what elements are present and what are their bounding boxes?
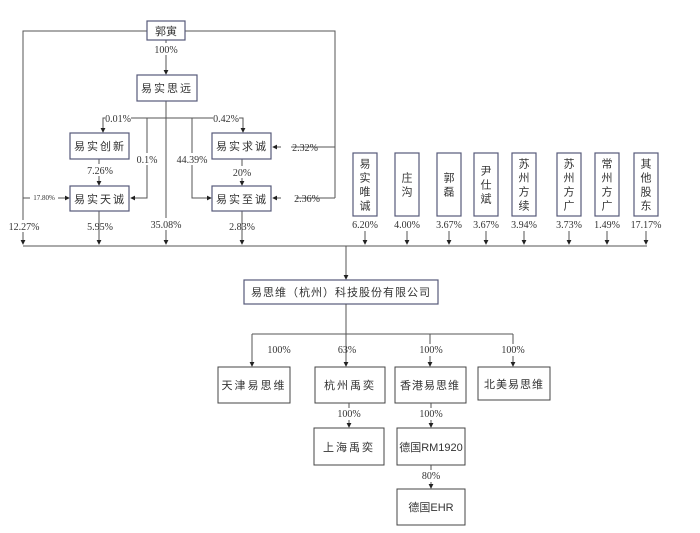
connector-guoyin-left bbox=[20, 30, 147, 245]
shareholder-box bbox=[473, 152, 499, 217]
node-guoyin-box bbox=[146, 20, 186, 41]
shareholder-name: 易实唯诚 bbox=[360, 158, 371, 213]
pct-guoyin-tiancheng: 17.80% bbox=[33, 194, 55, 202]
pct-siyuan-company: 35.08% bbox=[151, 220, 182, 231]
node-germany-ehr-box bbox=[396, 488, 466, 526]
pct-company-tianjin: 100% bbox=[267, 345, 290, 356]
pct-siyuan-qiucheng: 0.42% bbox=[213, 114, 239, 125]
shareholder-name: 尹仕斌 bbox=[481, 165, 492, 206]
shareholder-pct: 3.67% bbox=[436, 220, 462, 231]
pct-guoyin-zhicheng: 2.36% bbox=[294, 194, 320, 205]
connector-siyuan-qiucheng bbox=[239, 117, 246, 133]
shareholder-name: 庄沟 bbox=[402, 171, 413, 199]
node-tianjin-box bbox=[217, 366, 291, 404]
node-germany-rm1920-box bbox=[396, 427, 466, 466]
pct-guoyin-company: 12.27% bbox=[9, 222, 40, 233]
pct-tiancheng-company: 5.95% bbox=[87, 222, 113, 233]
shareholder-pct: 3.73% bbox=[556, 220, 582, 231]
pct-rm1920-ehr: 80% bbox=[422, 471, 440, 482]
shareholder-box bbox=[511, 152, 537, 217]
node-company-box bbox=[243, 279, 439, 305]
pct-siyuan-chuangxin: 0.01% bbox=[105, 114, 131, 125]
shareholder-pct: 3.94% bbox=[511, 220, 537, 231]
node-hangzhou-yuyi-box bbox=[314, 366, 386, 404]
pct-hongkong-rm1920: 100% bbox=[419, 409, 442, 420]
pct-company-hongkong: 100% bbox=[419, 345, 442, 356]
pct-siyuan-zhicheng: 44.39% bbox=[177, 155, 208, 166]
node-yishi-tiancheng-box bbox=[69, 185, 130, 212]
shareholder-name: 常州方广 bbox=[602, 158, 613, 213]
node-hangzhou-yuyi: 杭州禹奕 bbox=[324, 378, 376, 392]
shareholder-name: 苏州方续 bbox=[519, 158, 530, 213]
connector-guoyin-right bbox=[185, 30, 336, 198]
node-yishi-siyuan: 易实思远 bbox=[141, 81, 193, 95]
shareholder-name: 郭磊 bbox=[444, 172, 455, 199]
pct-siyuan-tiancheng: 0.1% bbox=[137, 155, 158, 166]
shareholder-pct: 6.20% bbox=[352, 220, 378, 231]
node-tianjin: 天津易思维 bbox=[222, 379, 287, 392]
connector-siyuan-zhicheng bbox=[191, 118, 212, 201]
shareholder-pct: 1.49% bbox=[594, 220, 620, 231]
shareholder-pct: 3.67% bbox=[473, 220, 499, 231]
node-yishi-tiancheng: 易实天诚 bbox=[74, 192, 126, 206]
node-yishi-chuangxin-box bbox=[69, 132, 130, 160]
shareholder-box bbox=[394, 152, 420, 217]
pct-guoyin-siyuan: 100% bbox=[154, 45, 177, 56]
node-germany-rm1920: 德国RM1920 bbox=[399, 440, 463, 454]
node-company: 易思维（杭州）科技股份有限公司 bbox=[251, 285, 431, 299]
shareholder-box bbox=[633, 152, 659, 217]
shareholder-box bbox=[594, 152, 620, 217]
node-yishi-zhicheng-box bbox=[211, 185, 272, 212]
node-northamerica-box bbox=[477, 366, 551, 401]
node-yishi-qiucheng: 易实求诚 bbox=[216, 139, 268, 153]
node-shanghai-yuyi-box bbox=[313, 427, 385, 466]
node-yishi-chuangxin: 易实创新 bbox=[74, 139, 126, 153]
connector-siyuan-chuangxin bbox=[100, 117, 106, 133]
node-yishi-qiucheng-box bbox=[211, 132, 272, 160]
pct-company-hangzhou: 63% bbox=[338, 345, 356, 356]
pct-company-northamerica: 100% bbox=[501, 345, 524, 356]
node-guoyin: 郭寅 bbox=[155, 24, 177, 38]
node-hongkong: 香港易思维 bbox=[400, 379, 460, 392]
shareholder-box bbox=[436, 152, 462, 217]
shareholder-name: 苏州方广 bbox=[564, 158, 575, 213]
pct-qiucheng-zhicheng: 20% bbox=[233, 168, 251, 179]
pct-guoyin-qiucheng: 2.32% bbox=[292, 143, 318, 154]
shareholder-pct: 17.17% bbox=[631, 220, 662, 231]
shareholder-name: 其他股东 bbox=[641, 158, 652, 213]
shareholder-box bbox=[556, 152, 582, 217]
node-hongkong-box bbox=[394, 366, 467, 404]
shareholder-pct: 4.00% bbox=[394, 220, 420, 231]
connector-siyuan-tiancheng bbox=[130, 118, 148, 201]
pct-hangzhou-shanghai: 100% bbox=[337, 409, 360, 420]
node-yishi-zhicheng: 易实至诚 bbox=[216, 192, 268, 206]
node-germany-ehr: 德国EHR bbox=[408, 500, 453, 514]
vertical-shareholders: 易实唯诚 6.20% 庄沟 4.00% 郭磊 3.67% 尹仕斌 3.67% 苏州方续 3.94%… bbox=[352, 152, 662, 231]
node-shanghai-yuyi: 上海禹奕 bbox=[323, 440, 375, 454]
node-northamerica: 北美易思维 bbox=[484, 378, 544, 391]
pct-zhicheng-company: 2.83% bbox=[229, 222, 255, 233]
shareholder-box bbox=[352, 152, 378, 217]
node-yishi-siyuan-box bbox=[136, 74, 198, 102]
shareholder-arrows bbox=[362, 231, 649, 245]
pct-chuangxin-tiancheng: 7.26% bbox=[87, 166, 113, 177]
